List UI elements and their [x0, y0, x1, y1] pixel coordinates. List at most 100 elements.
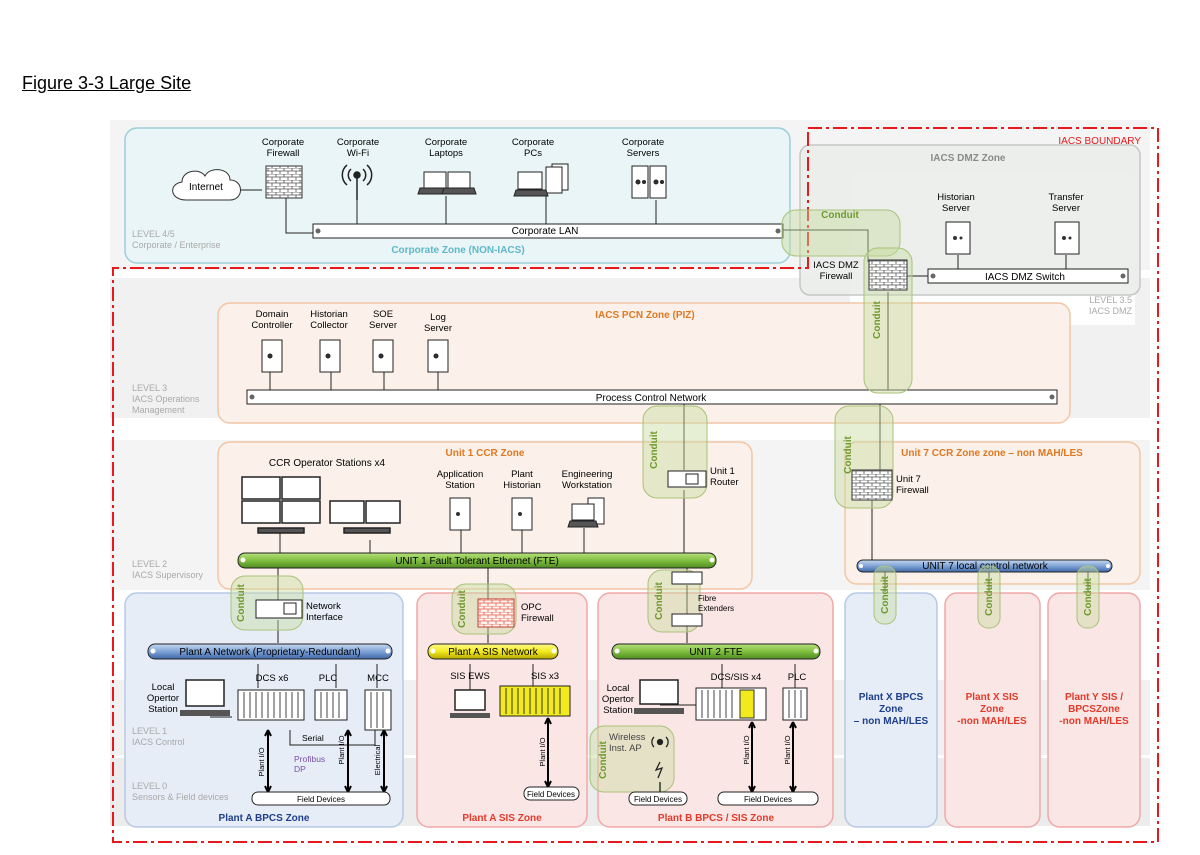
- svg-text:PLC: PLC: [319, 673, 338, 684]
- dcs-sis-rack-icon: [695, 687, 767, 721]
- server-icon: [1054, 221, 1080, 255]
- svg-text:Process Control Network: Process Control Network: [596, 393, 708, 404]
- monitor-icon: [241, 476, 401, 534]
- svg-text:SIS EWS: SIS EWS: [450, 671, 490, 682]
- ccr-operator-stations: CCR Operator Stations x4: [241, 458, 401, 534]
- unit1-zone-label: Unit 1 CCR Zone: [446, 448, 525, 459]
- laptop-icon: [417, 171, 477, 195]
- plc-rack-icon: [314, 689, 348, 721]
- router-icon: [667, 470, 707, 488]
- dmz-zone-label: IACS DMZ Zone: [931, 153, 1006, 164]
- svg-text:UNIT 1 Fault Tolerant Ethernet: UNIT 1 Fault Tolerant Ethernet (FTE): [395, 556, 559, 567]
- svg-text:PLC: PLC: [788, 672, 807, 683]
- firewall-icon: [477, 598, 515, 628]
- figure-title: Figure 3-3 Large Site: [22, 73, 192, 93]
- plant-a-sis-field-devices: Field Devices: [523, 786, 580, 801]
- svg-text:Conduit: Conduit: [654, 581, 665, 619]
- io-arrows: [264, 717, 797, 793]
- unit7-zone-label: Unit 7 CCR Zone zone – non MAH/LES: [901, 448, 1083, 459]
- pcn-server-icons: [261, 339, 449, 373]
- plant-b-field-devices: Field Devices Field Devices: [628, 791, 819, 806]
- svg-text:Plant I/O: Plant I/O: [538, 737, 547, 766]
- svg-text:SIS x3: SIS x3: [531, 671, 559, 682]
- svg-text:DCS x6: DCS x6: [256, 673, 289, 684]
- firewall-icon: [851, 469, 893, 501]
- server-icon: [945, 221, 971, 255]
- svg-text:CCR Operator Stations x4: CCR Operator Stations x4: [269, 458, 386, 469]
- svg-text:Plant I/O: Plant I/O: [742, 735, 751, 764]
- pcn-zone-label: IACS PCN Zone (PIZ): [595, 310, 694, 321]
- svg-text:Plant A Network (Proprietary-R: Plant A Network (Proprietary-Redundant): [179, 647, 360, 658]
- svg-text:UNIT 2 FTE: UNIT 2 FTE: [689, 647, 742, 658]
- conduit-plant-x-bpcs: [873, 565, 897, 625]
- unit2-fte-network: UNIT 2 FTE: [611, 643, 821, 660]
- plant-a-sis-zone-label: Plant A SIS Zone: [462, 813, 542, 824]
- unit1-fte-network: UNIT 1 Fault Tolerant Ethernet (FTE): [237, 552, 717, 569]
- plant-y-zone-label: Plant Y SIS /BPCSZone-non MAH/LES: [1059, 692, 1129, 727]
- sis-controllers: SIS x3 Plant I/O: [499, 671, 571, 767]
- monitor-icon: [185, 679, 225, 707]
- sis-ews: SIS EWS: [450, 671, 490, 718]
- monitor-icon: [454, 689, 486, 711]
- conduit-wireless: [589, 725, 675, 793]
- svg-text:Conduit: Conduit: [236, 583, 247, 621]
- svg-text:Plant A SIS Network: Plant A SIS Network: [448, 647, 538, 658]
- svg-text:Conduit: Conduit: [843, 435, 854, 473]
- svg-text:Plant I/O: Plant I/O: [783, 735, 792, 764]
- svg-text:Field Devices: Field Devices: [634, 795, 682, 804]
- svg-text:Plant I/O: Plant I/O: [257, 747, 266, 776]
- svg-text:Conduit: Conduit: [457, 589, 468, 627]
- svg-text:Electrical: Electrical: [373, 744, 382, 775]
- wifi-antenna-icon: [341, 164, 373, 200]
- connection-lines: [210, 184, 1089, 746]
- cloud-icon: Internet: [172, 169, 241, 201]
- firewall-icon: [868, 259, 908, 291]
- plant-b-zone-label: Plant B BPCS / SIS Zone: [658, 813, 775, 824]
- desktop-pc-icon: [513, 163, 569, 197]
- conduits: Conduit Conduit Conduit Conduit Conduit …: [230, 209, 1100, 793]
- iacs-boundary: [112, 127, 1159, 843]
- svg-text:Conduit: Conduit: [984, 577, 995, 615]
- svg-text:Plant I/O: Plant I/O: [337, 735, 346, 764]
